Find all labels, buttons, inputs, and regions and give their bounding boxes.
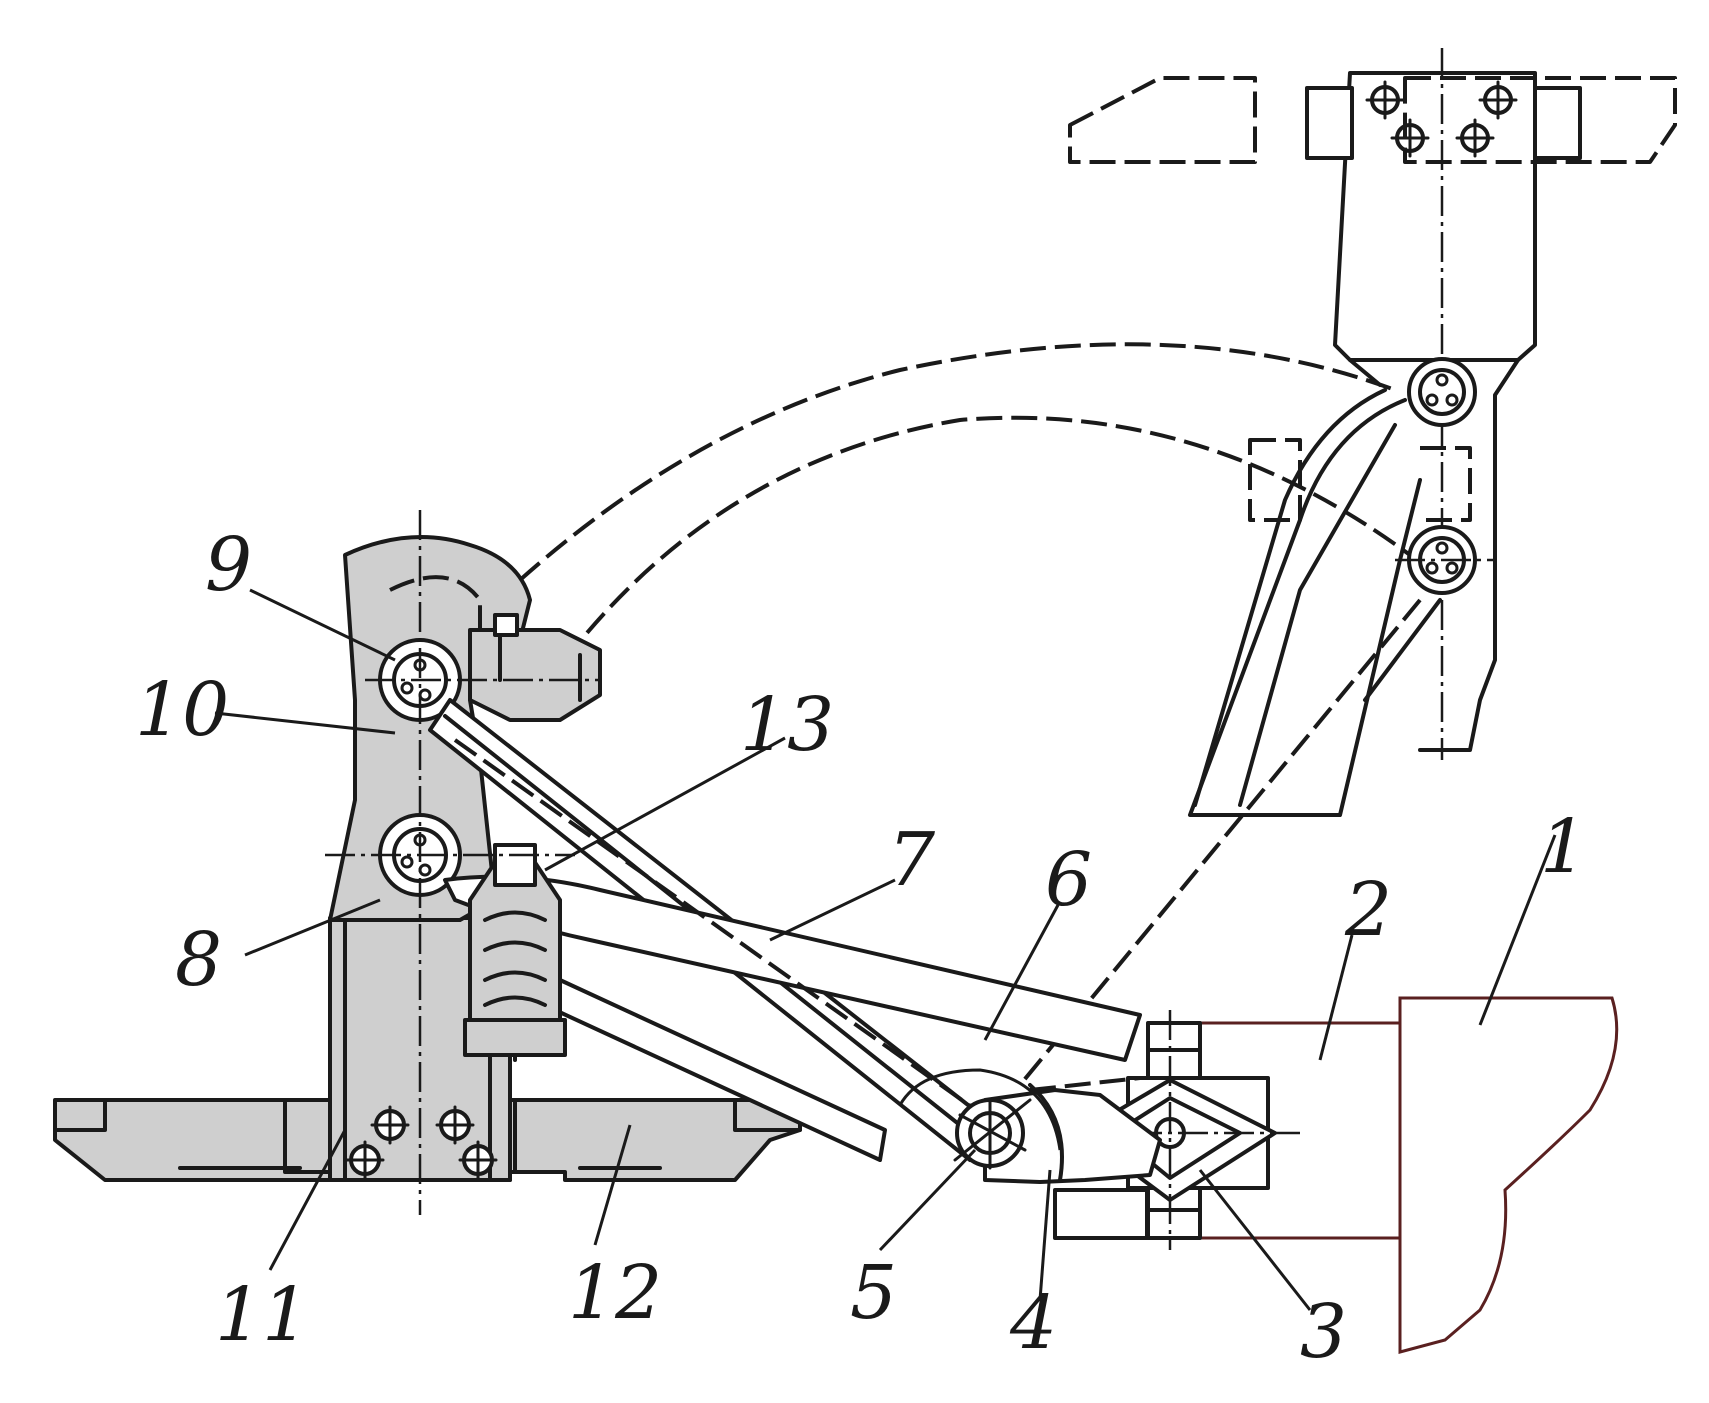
callout-labels: 1 2 3 4 5 6 7 8 9 10 11 12 13: [135, 522, 1587, 1375]
label-5: 5: [850, 1250, 897, 1336]
label-4: 4: [1009, 1280, 1057, 1366]
centre-lines: [325, 510, 600, 1215]
label-8: 8: [175, 917, 222, 1003]
upper-position-dashed: [1018, 48, 1677, 1087]
label-2: 2: [1344, 867, 1392, 953]
top-bolts: [1365, 80, 1518, 158]
label-10: 10: [135, 667, 229, 753]
label-9: 9: [205, 522, 252, 608]
label-1: 1: [1540, 804, 1587, 890]
label-13: 13: [740, 682, 834, 768]
swing-arcs: [518, 342, 1412, 662]
leader-lines: [214, 588, 1557, 1311]
column-bolts: [345, 1105, 498, 1180]
label-3: 3: [1300, 1289, 1347, 1375]
label-7: 7: [888, 817, 935, 903]
label-6: 6: [1045, 837, 1092, 923]
link-arms: [428, 698, 1142, 1162]
label-12: 12: [568, 1250, 662, 1336]
body-1: [1398, 996, 1619, 1354]
pivot-5-lever-4: [898, 1068, 1162, 1184]
label-11: 11: [215, 1272, 309, 1358]
